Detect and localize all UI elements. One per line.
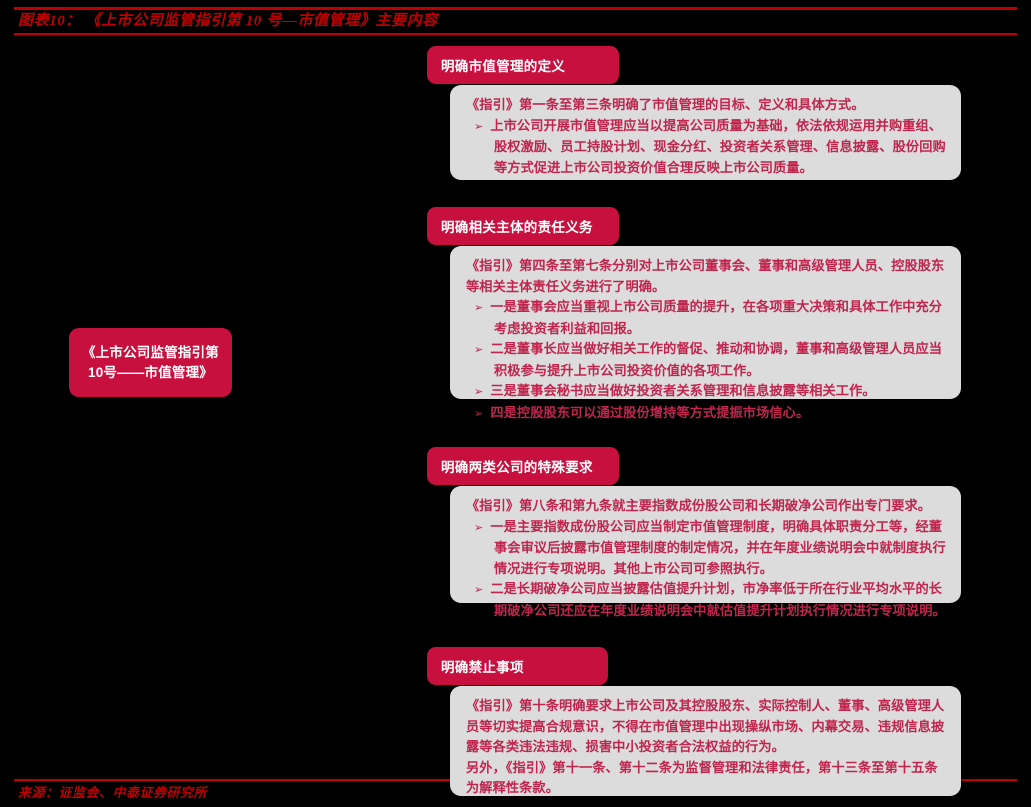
branch-line: 《指引》第十条明确要求上市公司及其控股股东、实际控制人、董事、高级管理人员等切实…: [466, 698, 945, 754]
branch-line-text: 二是董事长应当做好相关工作的督促、推动和协调，董事和高级管理人员应当积极参与提升…: [490, 341, 943, 378]
root-node: 《上市公司监管指引第10号——市值管理》: [69, 328, 232, 397]
branch-line: 《指引》第八条和第九条就主要指数成份股公司和长期破净公司作出专门要求。: [466, 498, 932, 513]
source-note: 来源：证监会、中泰证券研究所: [18, 785, 208, 800]
branch-header-special-requirements: 明确两类公司的特殊要求: [427, 447, 619, 485]
branch-line-bullet: ➢ 一是主要指数成份股公司应当制定市值管理制度，明确具体职责分工等，经董事会审议后…: [466, 517, 947, 580]
branch-line-bullet: ➢ 上市公司开展市值管理应当以提高公司质量为基础，依法依规运用并购重组、股权激励、…: [466, 116, 947, 179]
arrow-bullet-icon: ➢: [474, 301, 484, 314]
branch-line-bullet: ➢ 一是董事会应当重视上市公司质量的提升，在各项重大决策和具体工作中充分考虑投资者…: [466, 297, 947, 339]
branch-line-bullet: ➢ 三是董事会秘书应当做好投资者关系管理和信息披露等相关工作。: [466, 381, 947, 403]
branch-header-label: 明确相关主体的责任义务: [441, 220, 593, 235]
title-rule-bottom: [14, 33, 1017, 35]
branch-line: 另外，《指引》第十一条、第十二条为监督管理和法律责任，第十三条至第十五条为解释性…: [466, 759, 938, 796]
arrow-bullet-icon: ➢: [474, 343, 484, 356]
branch-header-label: 明确禁止事项: [441, 660, 524, 675]
branch-line-text: 三是董事会秘书应当做好投资者关系管理和信息披露等相关工作。: [490, 383, 876, 398]
branch-body-responsibilities: 《指引》第四条至第七条分别对上市公司董事会、董事和高级管理人员、控股股东等相关主…: [450, 246, 961, 420]
branch-line-text: 二是长期破净公司应当披露估值提升计划，市净率低于所在行业平均水平的长期破净公司还…: [490, 581, 946, 618]
branch-line-bullet: ➢ 二是董事长应当做好相关工作的督促、推动和协调，董事和高级管理人员应当积极参与提…: [466, 339, 947, 381]
arrow-bullet-icon: ➢: [474, 583, 484, 596]
arrow-bullet-icon: ➢: [474, 385, 484, 398]
root-node-label: 《上市公司监管指引第10号——市值管理》: [82, 344, 219, 380]
branch-line: 《指引》第四条至第七条分别对上市公司董事会、董事和高级管理人员、控股股东等相关主…: [466, 258, 945, 294]
branch-header-responsibilities: 明确相关主体的责任义务: [427, 207, 619, 245]
branch-body-special-requirements: 《指引》第八条和第九条就主要指数成份股公司和长期破净公司作出专门要求。 ➢ 一是主…: [450, 486, 961, 618]
branch-line-text: 一是董事会应当重视上市公司质量的提升，在各项重大决策和具体工作中充分考虑投资者利…: [490, 299, 943, 336]
branch-line-text: 上市公司开展市值管理应当以提高公司质量为基础，依法依规运用并购重组、股权激励、员…: [490, 117, 946, 175]
branch-header-prohibitions: 明确禁止事项: [427, 647, 608, 685]
branch-header-definition: 明确市值管理的定义: [427, 46, 619, 84]
title-rule-top: [14, 7, 1017, 10]
branch-header-label: 明确市值管理的定义: [441, 59, 566, 74]
arrow-bullet-icon: ➢: [474, 119, 484, 133]
branch-body-definition: 《指引》第一条至第三条明确了市值管理的目标、定义和具体方式。 ➢ 上市公司开展市值…: [450, 85, 961, 180]
page-title: 图表10： 《上市公司监管指引第 10 号—市值管理》主要内容: [18, 13, 438, 29]
branch-line-text: 四是控股股东可以通过股份增持等方式提振市场信心。: [490, 404, 810, 420]
branch-line-bullet: ➢ 二是长期破净公司应当披露估值提升计划，市净率低于所在行业平均水平的长期破净公司…: [466, 579, 947, 621]
branch-body-prohibitions: 《指引》第十条明确要求上市公司及其控股股东、实际控制人、董事、高级管理人员等切实…: [450, 686, 961, 796]
arrow-bullet-icon: ➢: [474, 406, 484, 420]
branch-line-text: 一是主要指数成份股公司应当制定市值管理制度，明确具体职责分工等，经董事会审议后披…: [490, 518, 946, 576]
branch-line-bullet: ➢ 四是控股股东可以通过股份增持等方式提振市场信心。: [466, 403, 947, 425]
branch-line: 《指引》第一条至第三条明确了市值管理的目标、定义和具体方式。: [466, 97, 865, 112]
branch-header-label: 明确两类公司的特殊要求: [441, 460, 593, 475]
arrow-bullet-icon: ➢: [474, 520, 484, 534]
